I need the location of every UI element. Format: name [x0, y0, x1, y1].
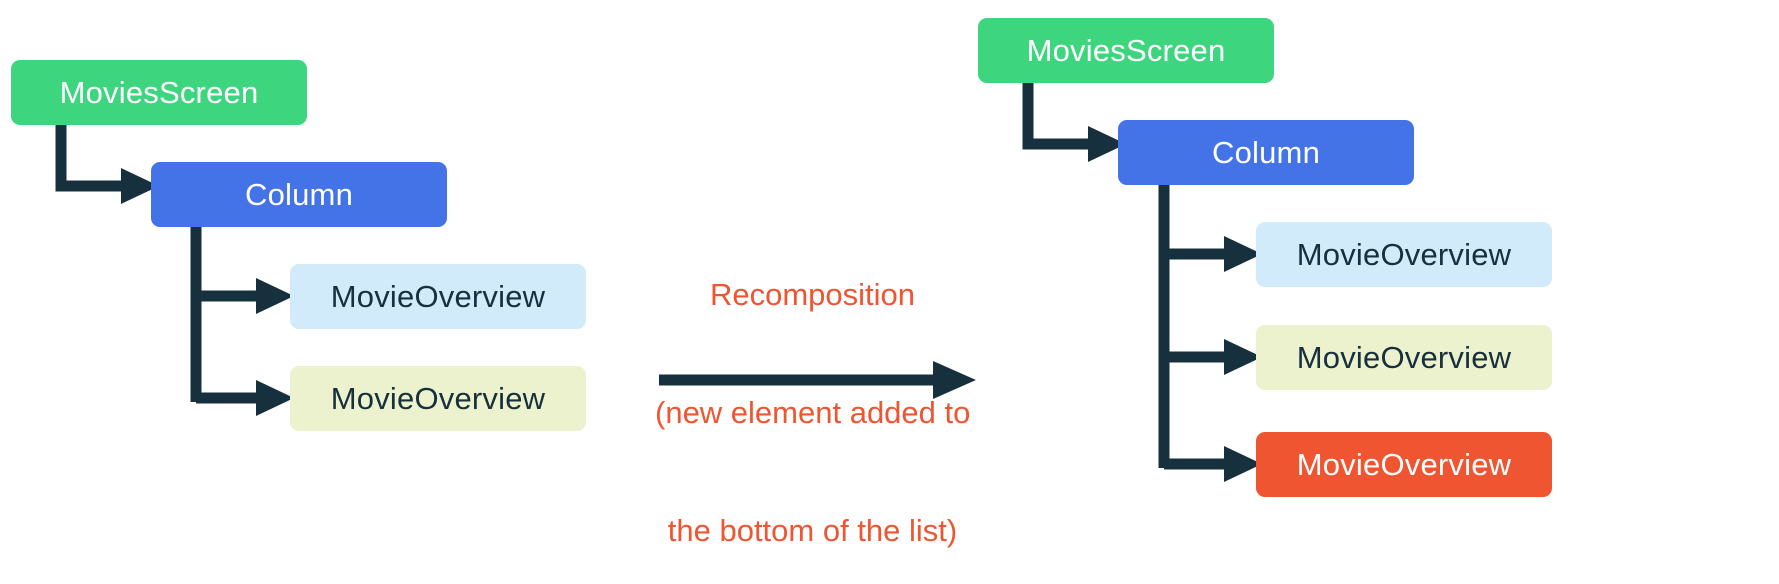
transition-arrow-icon — [659, 361, 976, 399]
right-node-movie-overview-1-label: MovieOverview — [1296, 236, 1512, 272]
left-node-movie-overview-1-label: MovieOverview — [330, 278, 546, 314]
right-connector-column-to-children — [1158, 185, 1262, 482]
right-node-movie-overview-2: MovieOverview — [1256, 325, 1552, 390]
right-node-movies-screen: MoviesScreen — [978, 18, 1274, 83]
transition-label: Recomposition (new element added to the … — [655, 196, 970, 584]
right-connector-root-to-column — [1022, 83, 1126, 162]
left-connector-root-to-column — [55, 125, 159, 204]
transition-label-line-1: Recomposition — [709, 276, 916, 312]
left-node-column: Column — [151, 162, 447, 227]
left-node-movie-overview-2-label: MovieOverview — [330, 380, 546, 416]
right-node-column: Column — [1118, 120, 1414, 185]
left-node-movie-overview-1: MovieOverview — [290, 264, 586, 329]
right-node-movie-overview-2-label: MovieOverview — [1296, 339, 1512, 375]
left-node-movies-screen: MoviesScreen — [11, 60, 307, 125]
right-node-movies-screen-label: MoviesScreen — [1026, 32, 1226, 68]
right-node-movie-overview-3: MovieOverview — [1256, 432, 1552, 497]
left-connector-column-to-children — [190, 227, 294, 416]
right-node-movie-overview-3-label: MovieOverview — [1296, 446, 1512, 482]
transition-label-line-2: (new element added to — [655, 394, 971, 430]
left-node-movies-screen-label: MoviesScreen — [59, 74, 259, 110]
left-node-movie-overview-2: MovieOverview — [290, 366, 586, 431]
right-node-movie-overview-1: MovieOverview — [1256, 222, 1552, 287]
left-node-column-label: Column — [244, 176, 354, 212]
right-node-column-label: Column — [1211, 134, 1321, 170]
transition-label-line-3: the bottom of the list) — [667, 512, 958, 548]
